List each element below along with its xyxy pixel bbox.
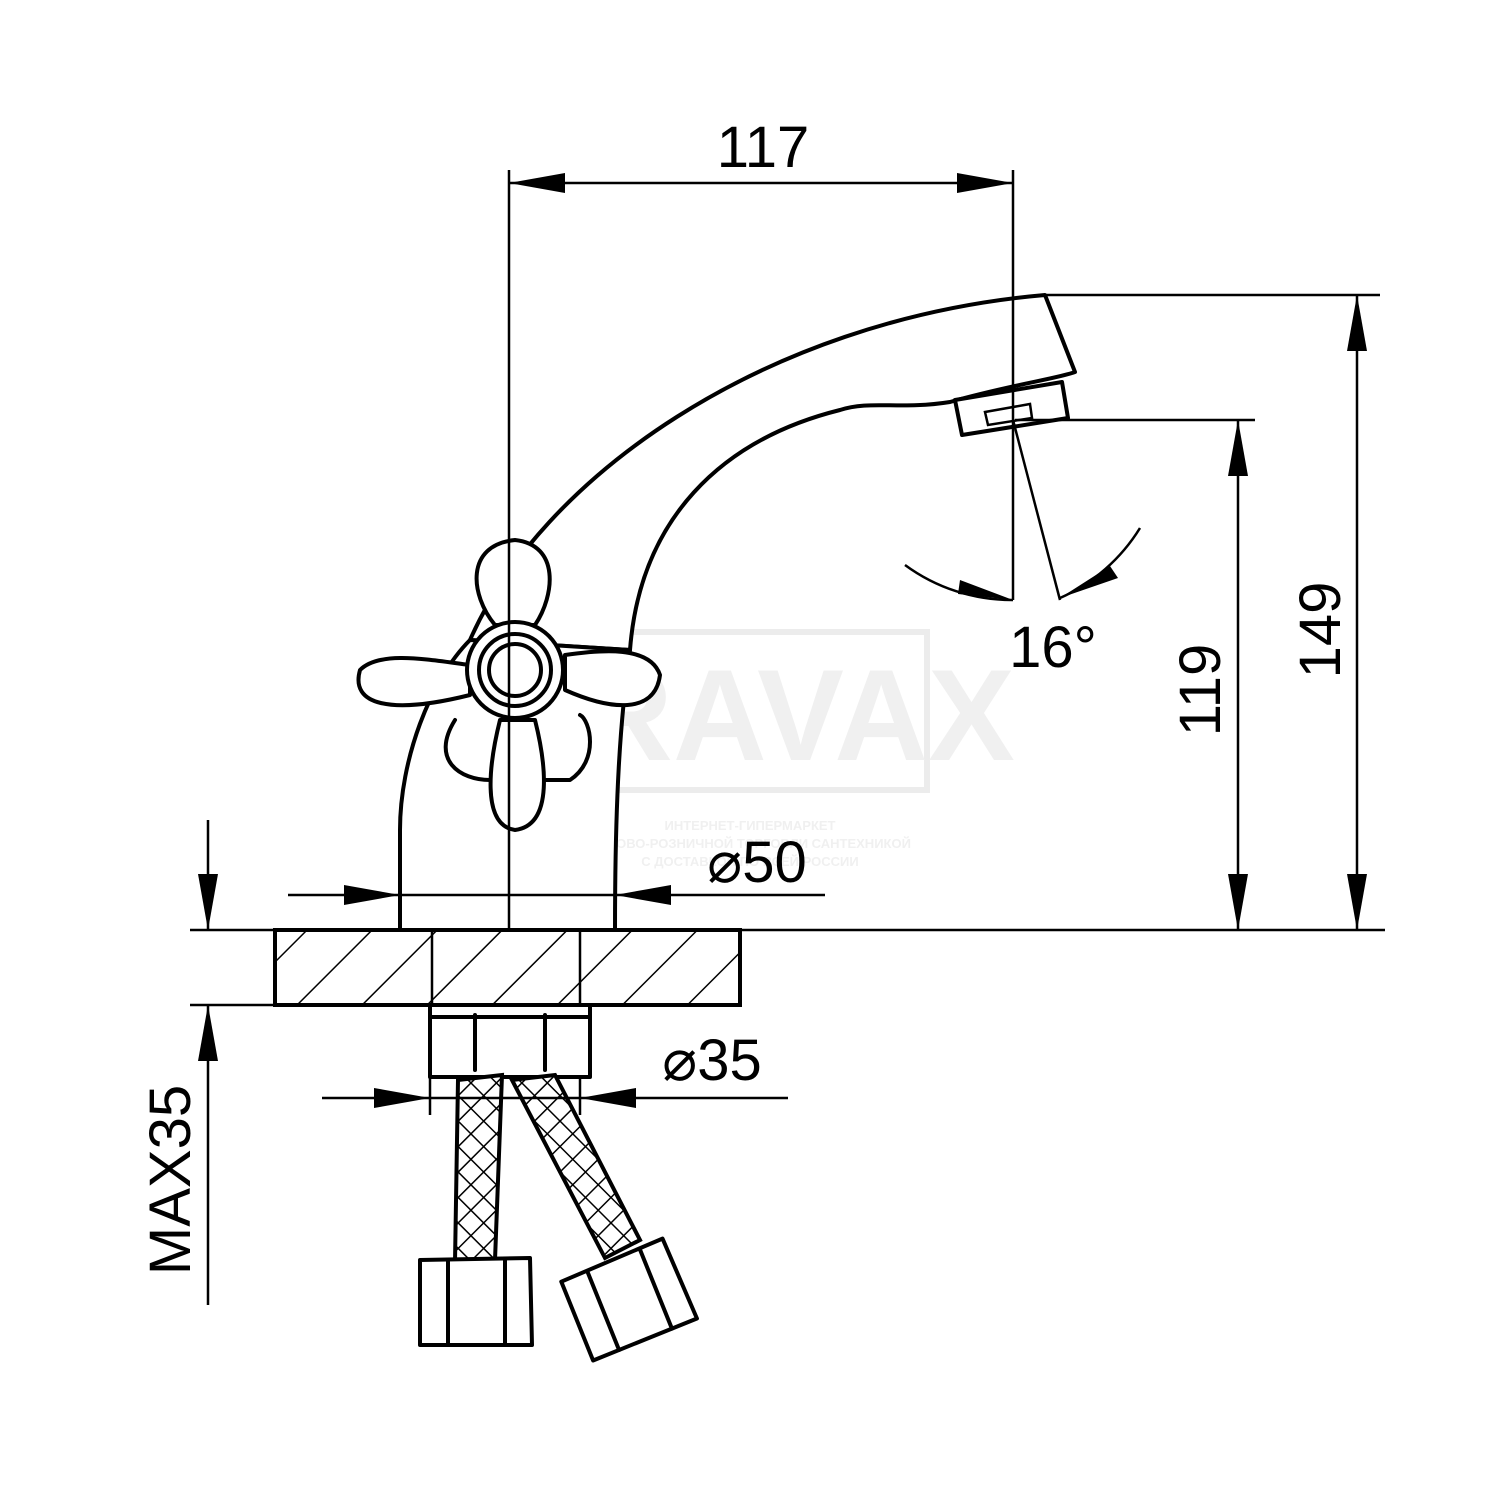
handle-arm-bottom [488, 718, 546, 832]
watermark-line1: ИНТЕРНЕТ-ГИПЕРМАРКЕТ [664, 818, 835, 833]
dimension-119-label: 119 [1168, 644, 1233, 736]
hose-right [508, 1072, 643, 1261]
dimension-base-diameter: ⌀50 [288, 830, 825, 905]
dimension-spout-angle: 16° [904, 419, 1142, 680]
hose-left [452, 1072, 505, 1265]
watermark-line3: С ДОСТАВКОЙ ПО ВСЕЙ РОССИИ [641, 854, 858, 869]
cross-handle [356, 538, 662, 832]
dimension-spout-height: 119 [1015, 418, 1255, 930]
handle-arm-right [563, 649, 662, 708]
dimension-16-label: 16° [1009, 615, 1097, 680]
hose-nut-right [559, 1236, 699, 1363]
dimension-50-label: ⌀50 [707, 830, 806, 895]
hoses [418, 1072, 699, 1363]
dimension-shank-diameter: ⌀35 [322, 1028, 788, 1115]
dimension-max35-label: MAX35 [138, 1085, 203, 1275]
shank [428, 1003, 592, 1079]
spout [468, 293, 1077, 652]
dimension-149-label: 149 [1288, 582, 1353, 679]
handle-arm-top [474, 538, 552, 627]
dimension-117-label: 117 [717, 115, 809, 180]
handle-arm-left [356, 656, 472, 708]
dimension-35-label: ⌀35 [662, 1028, 761, 1093]
dimension-spout-reach: 117 [507, 115, 1015, 930]
hose-nut-left [418, 1256, 534, 1347]
watermark-line2: ОПТОВО-РОЗНИЧНОЙ ТОРГОВЛИ САНТЕХНИКОЙ [589, 836, 911, 851]
dimension-max-thickness: MAX35 [138, 820, 218, 1305]
dimension-total-height: 149 [1045, 293, 1380, 930]
countertop-section [190, 928, 1385, 1007]
